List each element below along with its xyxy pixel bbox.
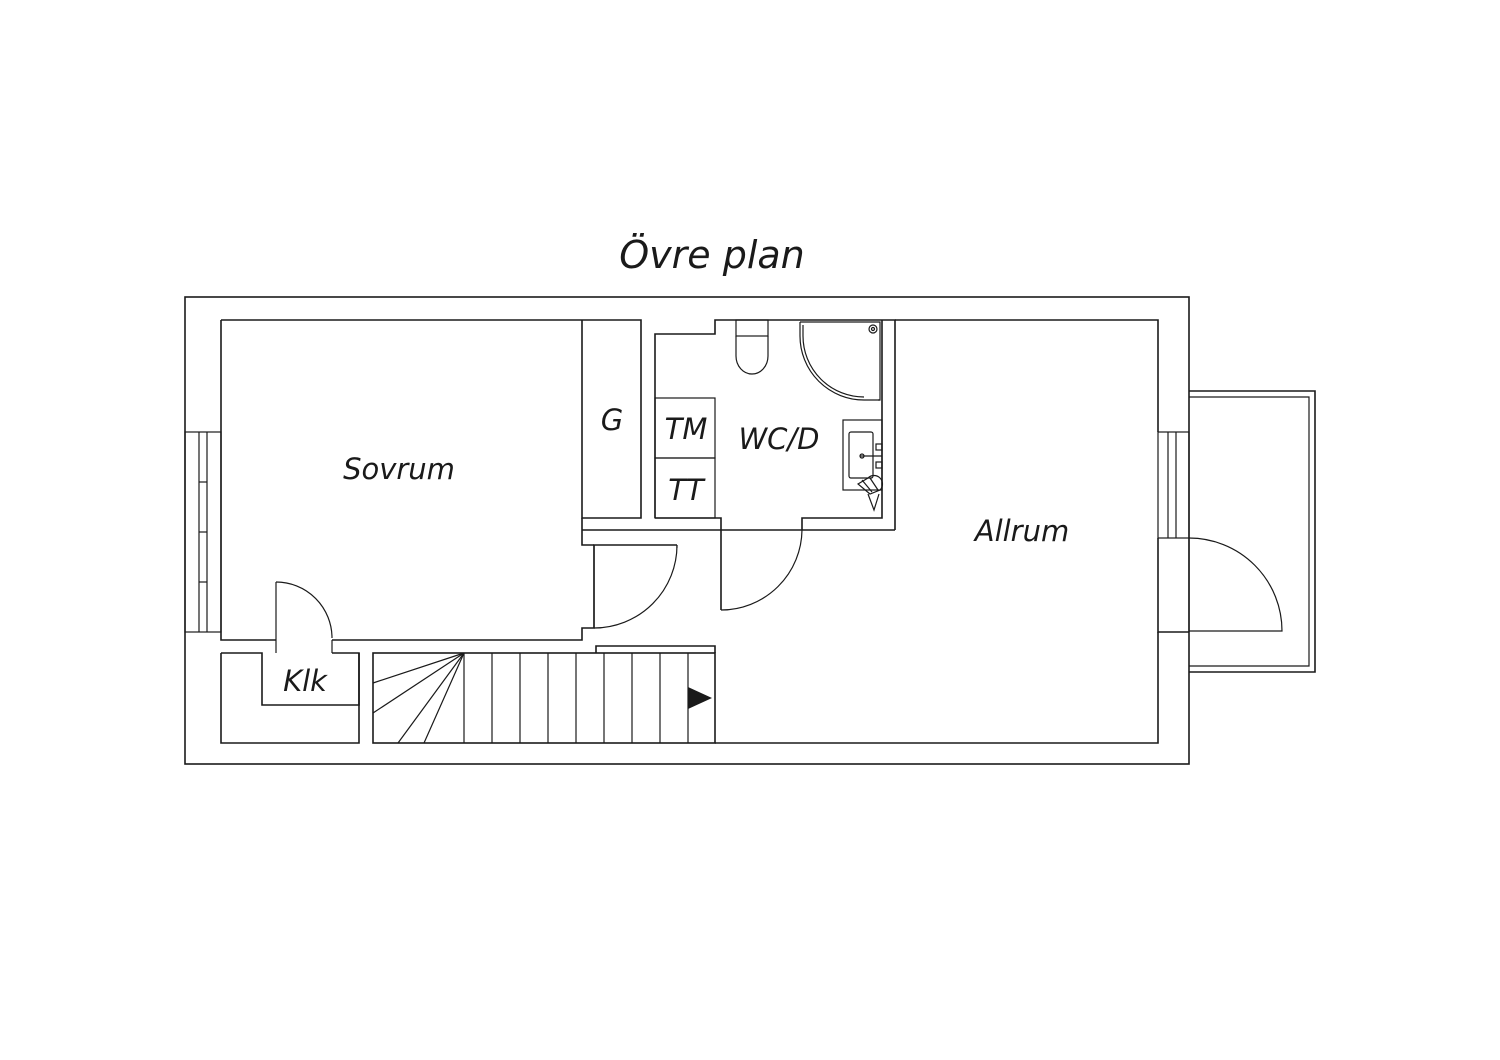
bedroom-door [593,544,678,629]
small-closet-walls [220,652,360,744]
shower-icon [799,321,881,401]
bathroom-walls [654,319,896,610]
washer-label: TM [665,412,708,446]
dryer-label: TT [668,473,706,507]
plan-title: Övre plan [619,233,805,277]
bathroom-door [720,529,803,611]
balcony-door [1188,537,1283,632]
bedroom-walls [220,319,721,641]
hand-shower-icon [856,474,884,512]
stair-arrow-icon [688,687,712,709]
small-closet-door [275,581,333,653]
closet-label: G [601,403,623,437]
small-closet-label: Klk [283,664,328,698]
toilet-icon [735,319,769,375]
bedroom-window [184,431,222,633]
living-room-window [1157,431,1190,539]
bathroom-label: WC/D [738,422,819,456]
laundry-boxes [654,397,716,519]
living-room-label: Allrum [973,514,1070,548]
bedroom-label: Sovrum [343,452,455,486]
balcony [1189,390,1316,673]
sink-icon [842,419,883,491]
staircase [372,645,716,744]
living-room-walls [715,319,1189,744]
